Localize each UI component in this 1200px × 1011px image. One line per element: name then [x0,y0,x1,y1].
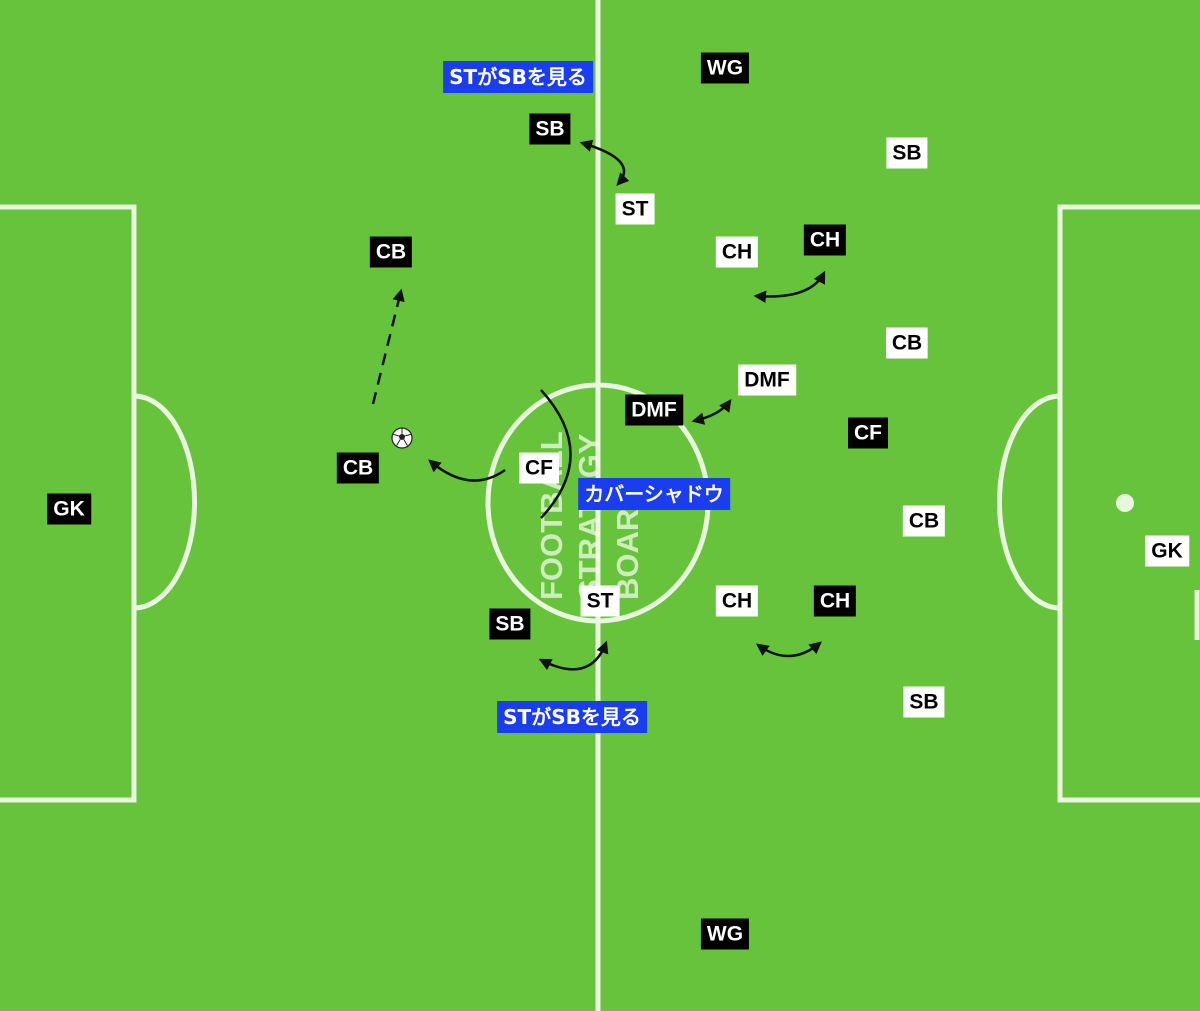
player-white-cb-top[interactable]: CB [885,327,929,359]
player-white-gk[interactable]: GK [1145,535,1189,567]
player-black-cf[interactable]: CF [848,417,888,449]
player-black-cb-top[interactable]: CB [369,236,413,268]
player-white-sb-bottom[interactable]: SB [903,686,945,718]
cover-shadow-curve [540,389,572,519]
player-black-cb-ball[interactable]: CB [336,452,380,484]
annotation-bottom: STがSBを見る [497,701,647,733]
player-black-sb-bottom[interactable]: SB [489,608,531,640]
player-white-st-bottom[interactable]: ST [580,585,620,617]
right-penalty-arc [996,393,1061,611]
player-white-cb-bottom[interactable]: CB [902,505,946,537]
dmf-swap-arrow [691,398,732,425]
player-black-ch-bottom[interactable]: CH [813,585,857,617]
player-black-sb-top[interactable]: SB [529,113,571,145]
soccer-ball-icon[interactable] [391,427,413,449]
player-black-gk[interactable]: GK [47,493,91,525]
player-white-ch-bottom[interactable]: CH [715,585,759,617]
player-white-sb-top[interactable]: SB [886,137,928,169]
player-white-dmf[interactable]: DMF [738,364,796,396]
penalty-spot [1116,494,1134,512]
top-ch-swap-arrow [753,270,826,303]
left-penalty-arc [133,393,198,611]
top-st-sb-arrow [579,139,630,186]
player-black-wg-bottom[interactable]: WG [700,918,750,950]
player-black-ch-top[interactable]: CH [803,224,847,256]
player-white-cf[interactable]: CF [519,452,559,484]
bottom-ch-swap-arrow [755,641,822,658]
player-black-dmf[interactable]: DMF [625,394,683,426]
player-white-st-top[interactable]: ST [615,193,655,225]
player-black-wg-top[interactable]: WG [700,52,750,84]
player-white-ch-top[interactable]: CH [715,236,759,268]
left-penalty-box [0,204,137,803]
right-penalty-box [1057,204,1200,803]
annotation-top: STがSBを見る [443,61,593,93]
cf-press-arrow [428,459,506,482]
bottom-st-sb-arrow [538,640,609,671]
annotation-cover-shadow: カバーシャドウ [578,478,730,510]
watermark-line2: STRATEGY [572,433,607,600]
